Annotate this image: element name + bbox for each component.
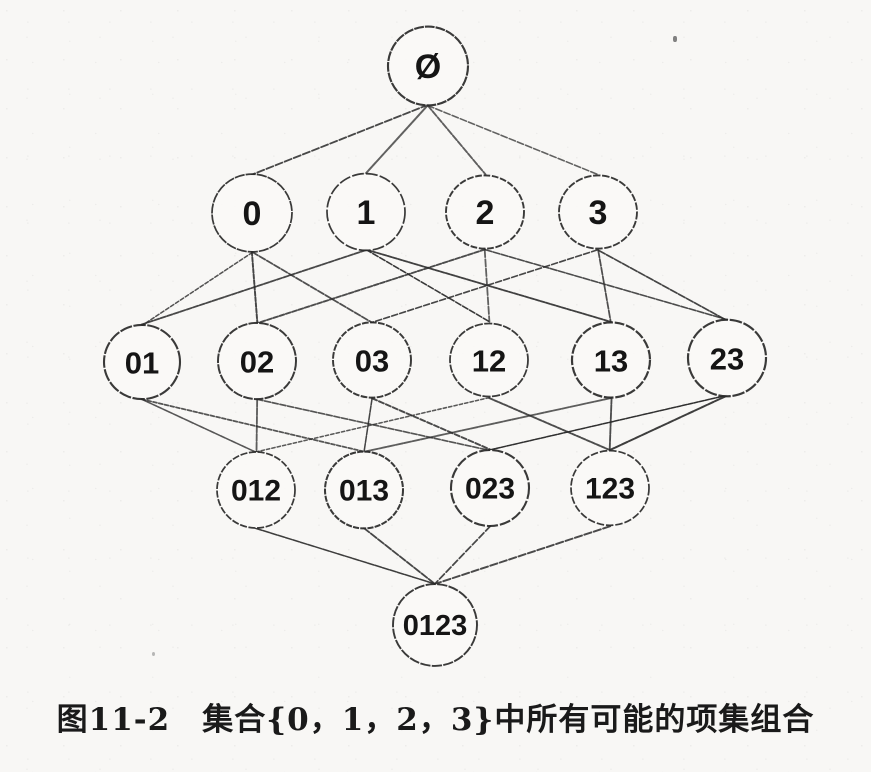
edge-layer: [140, 103, 729, 586]
node-circle: [449, 322, 529, 398]
lattice-edge: [141, 398, 258, 454]
lattice-edge: [363, 397, 612, 453]
lattice-edge: [251, 103, 430, 176]
node-circle: [445, 174, 525, 250]
lattice-node-013[interactable]: 013: [323, 450, 405, 530]
lattice-edge: [608, 396, 613, 451]
lattice-node-01[interactable]: 01: [102, 323, 182, 401]
lattice-edge: [426, 104, 487, 176]
lattice-node-0[interactable]: 0: [211, 173, 293, 253]
node-circle: [326, 172, 406, 252]
node-circle: [392, 583, 478, 667]
lattice-edge: [255, 398, 259, 453]
node-label: 023: [465, 473, 515, 506]
node-label: 03: [355, 344, 389, 379]
lattice-edge: [251, 250, 373, 324]
node-label: 0: [243, 195, 262, 233]
lattice-node-1[interactable]: 1: [326, 172, 406, 252]
node-circle: [323, 450, 405, 530]
lattice-edge: [484, 248, 729, 321]
lattice-edge: [433, 525, 492, 586]
node-label: 012: [231, 475, 281, 508]
node-label: 23: [710, 342, 744, 377]
node-circle: [217, 321, 297, 401]
figure-caption: 图11-2 集合{0，1，2，3}中所有可能的项集组合: [56, 702, 815, 738]
lattice-edge: [483, 248, 491, 323]
lattice-edge: [254, 527, 437, 585]
lattice-edge: [364, 104, 429, 175]
node-circle: [570, 449, 650, 527]
lattice-edge: [597, 249, 728, 322]
lattice-edge: [434, 525, 612, 585]
node-label: 1: [357, 194, 376, 232]
scan-speck-artifact-2: [152, 652, 155, 656]
lattice-edge: [140, 249, 367, 326]
node-circle: [570, 321, 652, 399]
lattice-node-123[interactable]: 123: [570, 449, 650, 527]
node-circle: [102, 323, 182, 401]
node-circle: [332, 321, 412, 399]
lattice-edge: [488, 394, 728, 451]
node-label: Ø: [415, 48, 441, 86]
lattice-node-2[interactable]: 2: [445, 174, 525, 250]
node-label: 12: [472, 344, 506, 379]
lattice-node-23[interactable]: 23: [686, 318, 768, 398]
lattice-edge: [140, 398, 366, 453]
lattice-node-3[interactable]: 3: [558, 174, 638, 250]
lattice-node-12[interactable]: 12: [449, 322, 529, 398]
node-circle: [211, 173, 293, 253]
lattice-node-02[interactable]: 02: [217, 321, 297, 401]
lattice-node-13[interactable]: 13: [570, 321, 652, 399]
scan-speck-artifact: [673, 36, 677, 42]
node-label: 13: [594, 344, 628, 379]
lattice-edge: [371, 397, 492, 451]
lattice-edge: [608, 394, 728, 452]
lattice-node-Ø[interactable]: Ø: [386, 25, 470, 107]
node-circle: [558, 174, 638, 250]
lattice-edge: [597, 249, 612, 323]
lattice-edge: [365, 248, 491, 323]
node-label: 02: [240, 345, 274, 380]
lattice-edge: [255, 248, 487, 325]
node-label: 3: [589, 194, 608, 232]
node-label: 123: [585, 473, 635, 506]
node-circle: [449, 448, 531, 528]
lattice-node-012[interactable]: 012: [216, 451, 296, 529]
node-circle: [386, 25, 470, 107]
lattice-edge: [370, 249, 599, 324]
lattice-edge: [488, 397, 611, 451]
node-label: 013: [339, 475, 389, 508]
lattice-edge: [255, 396, 491, 453]
node-circle: [686, 318, 768, 398]
node-label: 0123: [403, 610, 468, 642]
node-circle: [216, 451, 296, 529]
lattice-node-0123[interactable]: 0123: [392, 583, 478, 667]
lattice-edge: [362, 526, 436, 585]
lattice-node-023[interactable]: 023: [449, 448, 531, 528]
lattice-edge: [426, 104, 599, 176]
lattice-node-03[interactable]: 03: [332, 321, 412, 399]
node-label: 2: [476, 194, 495, 232]
lattice-edge: [365, 248, 612, 323]
lattice-edge: [141, 251, 254, 327]
node-label: 01: [125, 346, 159, 381]
